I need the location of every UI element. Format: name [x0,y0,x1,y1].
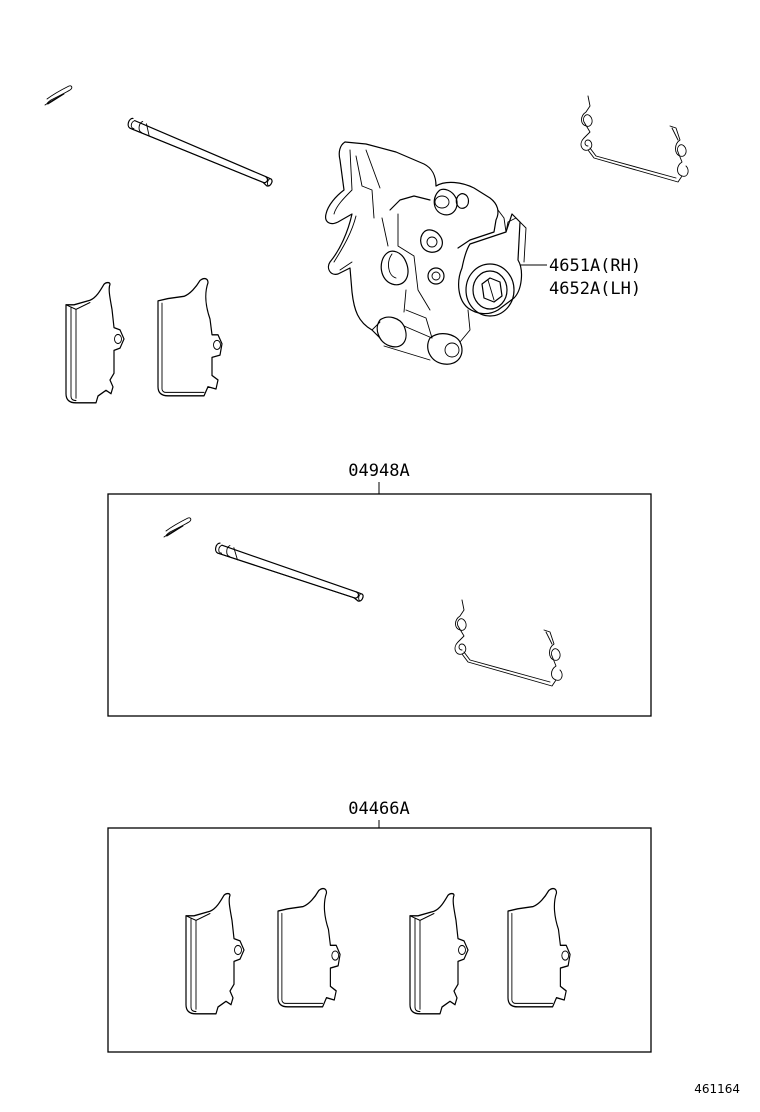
caliper-lh-label: 4652A(LH) [549,279,641,299]
kit-guide-pin-part [213,542,366,602]
caliper-rh-label: 4651A(RH) [549,256,641,276]
kit-pin-spring-box [107,493,652,717]
kit-pads-box [107,827,652,1053]
kit-clip-part [163,517,192,538]
kit-pad-4-part [507,887,571,1008]
figure-ref-number: 461164 [694,1082,740,1096]
kit-pad-1-part [185,892,245,1015]
kit-pad-3-part [409,892,469,1015]
kit-pads-label: 04466A [348,799,409,819]
kit-pad-2-part [277,887,341,1008]
kit-pin-spring-label: 04948A [348,461,409,481]
brake-pad-outer-part [157,277,223,397]
clip-part [44,85,73,106]
kit-anti-rattle-spring-part [454,599,563,687]
anti-rattle-spring-part [580,95,689,183]
guide-pin-part [122,117,278,187]
brake-pad-inner-part [65,281,125,404]
caliper-assembly-part [325,141,527,365]
